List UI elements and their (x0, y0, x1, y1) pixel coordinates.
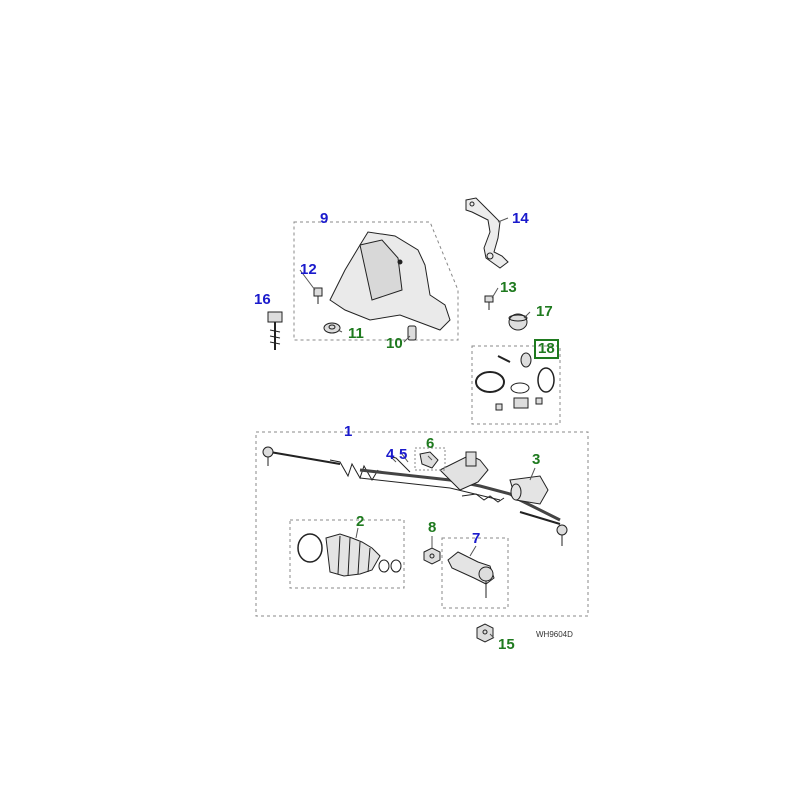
diagram-reference-code: WH9604D (536, 630, 573, 639)
callout-2[interactable]: 2 (356, 513, 365, 530)
callout-6[interactable]: 6 (426, 435, 435, 452)
bush-17-part[interactable] (508, 313, 528, 331)
nut-15-part[interactable] (476, 623, 494, 643)
boot-kit-2-part[interactable] (297, 533, 402, 577)
seal-kit-18-parts[interactable] (475, 352, 555, 411)
group-box-7 (441, 537, 509, 609)
housing-3-part[interactable] (509, 475, 549, 505)
callout-17[interactable]: 17 (536, 303, 553, 320)
clip-10-part[interactable] (407, 325, 417, 341)
steering-rack-part[interactable] (262, 446, 568, 546)
bolt-12-part[interactable] (313, 287, 323, 304)
bolt-13-part[interactable] (484, 295, 494, 310)
callout-5[interactable]: 5 (399, 446, 408, 463)
callout-8[interactable]: 8 (428, 519, 437, 536)
bushing-11-part[interactable] (323, 322, 341, 334)
bracket-14-part[interactable] (465, 197, 509, 269)
group-box-9 (293, 221, 459, 341)
callout-10[interactable]: 10 (386, 335, 403, 352)
clip-6-part[interactable] (414, 447, 446, 471)
callout-14[interactable]: 14 (512, 210, 529, 227)
nut-8-part[interactable] (423, 547, 441, 565)
bolt-16-part[interactable] (267, 311, 283, 350)
callout-4[interactable]: 4 (386, 446, 395, 463)
callout-1[interactable]: 1 (344, 423, 353, 440)
callout-11[interactable]: 11 (348, 325, 364, 342)
callout-18[interactable]: 18 (534, 339, 559, 359)
callout-7[interactable]: 7 (472, 530, 481, 547)
heat-shield-part[interactable] (329, 231, 451, 331)
group-box-2 (289, 519, 405, 589)
callout-16[interactable]: 16 (254, 291, 271, 308)
callout-9[interactable]: 9 (320, 210, 329, 227)
group-box-18 (471, 345, 561, 425)
callout-3[interactable]: 3 (532, 451, 541, 468)
callout-15[interactable]: 15 (498, 636, 515, 653)
tie-rod-end-7-part[interactable] (447, 551, 495, 598)
callout-12[interactable]: 12 (300, 261, 317, 278)
leader-lines (299, 217, 536, 639)
callout-13[interactable]: 13 (500, 279, 517, 296)
